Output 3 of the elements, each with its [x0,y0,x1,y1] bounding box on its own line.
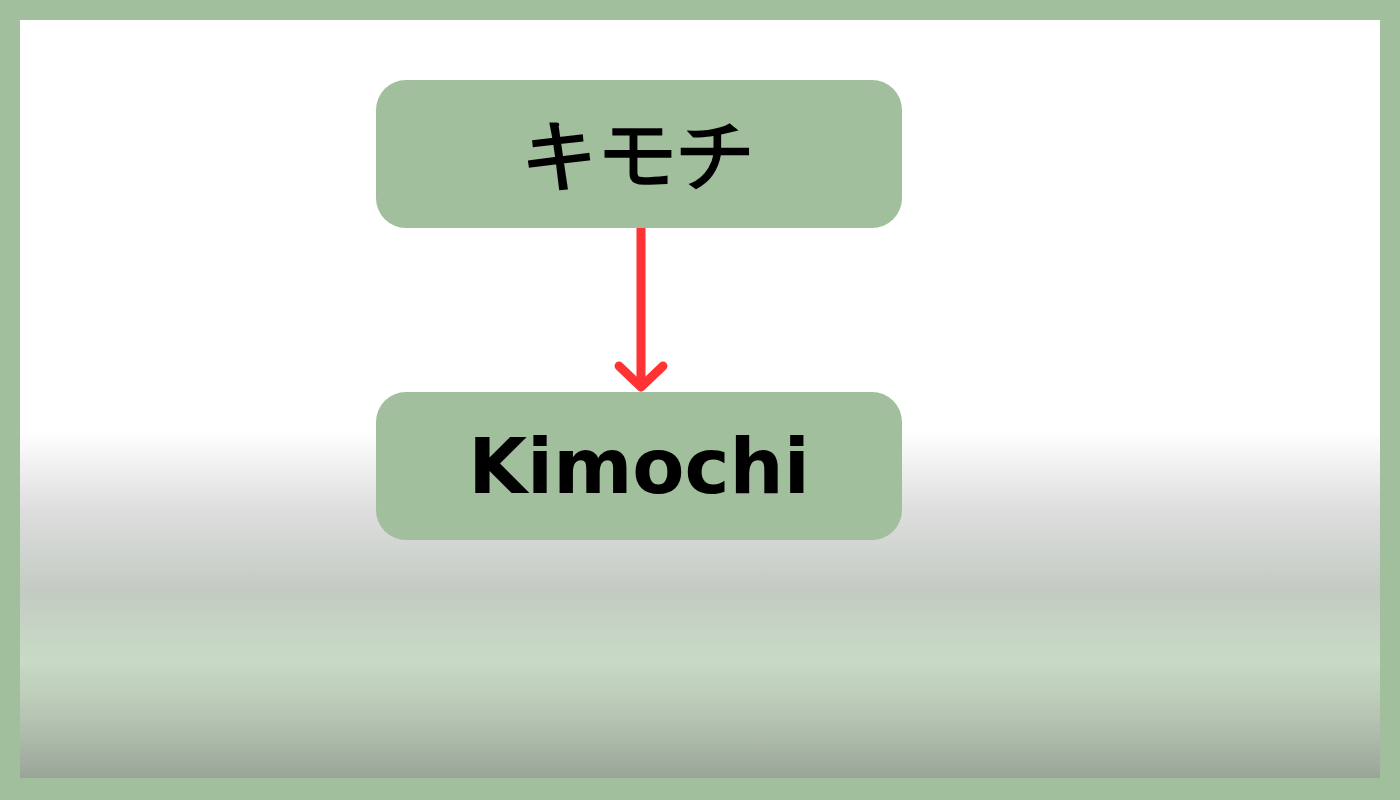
label-box: Kimochi [376,392,902,540]
label-box: キモチ [376,80,902,228]
arrow [614,228,668,392]
